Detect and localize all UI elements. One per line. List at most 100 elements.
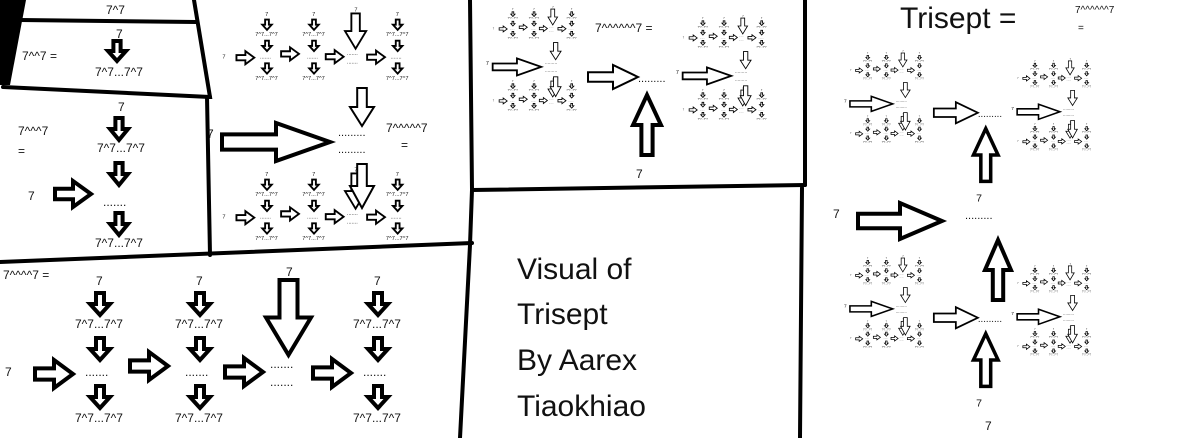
dots: .........	[895, 302, 907, 308]
chain-value: 7^7...7^7	[1030, 67, 1040, 71]
arrow-down-icon	[916, 55, 923, 61]
arrow-right-icon	[849, 300, 896, 318]
arrow-down-icon	[390, 18, 405, 32]
dots: .......	[864, 273, 870, 277]
arrow-right-icon	[324, 208, 346, 226]
chain-value: 7^7...7^7	[718, 45, 729, 49]
arrow-down-icon	[899, 82, 911, 99]
arrow-down-icon	[699, 101, 706, 108]
seed-value: 7	[682, 108, 685, 111]
arrow-down-icon	[307, 39, 321, 53]
arrow-down-icon	[260, 199, 274, 213]
chain-value: 7	[760, 16, 763, 20]
chain-value: 7	[1069, 58, 1071, 61]
arrow-right-icon	[747, 105, 757, 114]
arrow-down-icon	[883, 323, 890, 329]
arrow-down-icon	[1050, 339, 1057, 345]
arrow-right-icon	[366, 208, 387, 226]
arrow-down-icon	[343, 12, 368, 51]
divider-line	[18, 18, 198, 24]
arrow-right-icon	[1022, 343, 1031, 351]
arrow-down-icon	[883, 260, 890, 266]
chain-value: 7^7...7^7	[914, 328, 924, 331]
chain-value: 7^7...7^7	[95, 65, 143, 79]
chain-value: 7^7...7^7	[507, 88, 518, 92]
arrow-down-icon	[865, 118, 871, 124]
chain-value: 7	[265, 170, 269, 178]
chain-value: 7^7...7^7	[697, 97, 708, 101]
chain-value: 7^7...7^7	[1082, 85, 1091, 88]
chain-value: 7^7...7^7	[507, 108, 518, 112]
dots: .......	[548, 29, 554, 33]
dots: .......	[864, 337, 870, 340]
chain-value: 7^7...7^7	[1048, 290, 1058, 293]
chain-7-6: 7 7 7^7...7^7....... 7^7...7^7 7 7^7...7^7...…	[470, 0, 805, 190]
dots: .........	[1063, 310, 1074, 316]
chain-value: 7^7...7^7	[385, 75, 409, 82]
arrow-down-icon	[720, 20, 728, 27]
seed-value: 7	[1011, 105, 1014, 112]
chain-value: 7^7...7^7	[1048, 131, 1058, 134]
chain-value: 7^7...7^7	[528, 36, 539, 40]
arrow-right-icon	[311, 355, 355, 391]
arrow-down-icon	[260, 39, 274, 53]
dots: .......	[1066, 75, 1071, 78]
chain-value: 7	[885, 320, 887, 323]
arrow-right-icon	[1016, 308, 1063, 326]
arrow-down-icon	[1050, 143, 1057, 149]
arrow-down-icon	[185, 384, 215, 411]
arrow-down-icon	[1083, 267, 1090, 273]
arrow-down-icon	[758, 101, 765, 108]
chain-value: 7^7...7^7	[914, 59, 924, 63]
arrow-right-icon	[1040, 136, 1049, 144]
chain-value: 7^7...7^7	[175, 317, 223, 331]
arrow-down-icon	[758, 29, 765, 36]
arrow-right-icon	[538, 24, 549, 33]
chain-value: 7	[723, 88, 725, 92]
dots: .......	[758, 108, 764, 111]
arrow-down-icon	[509, 83, 516, 90]
dots: .......	[1050, 281, 1056, 285]
arrow-down-icon	[509, 31, 516, 37]
arrow-down-icon	[883, 72, 890, 78]
arrow-down-icon	[1050, 267, 1057, 273]
arrow-right-icon	[235, 209, 256, 227]
chain-value: 7^7...7^7	[1030, 290, 1040, 293]
chain-value: 7^7...7^7	[1082, 336, 1091, 339]
panel-label: 7^^^^7 =	[3, 268, 50, 282]
arrow-down-icon	[883, 340, 890, 346]
arrow-right-icon	[235, 49, 256, 67]
arrow-down-icon	[720, 29, 728, 36]
arrow-down-icon	[1032, 267, 1038, 273]
panel-label: 7^^7 =	[22, 49, 57, 63]
chain-value: 7^7...7^7	[1082, 148, 1091, 152]
arrow-down-icon	[390, 62, 405, 76]
chain-value: 7^7...7^7	[75, 317, 123, 331]
chain-value: 7	[118, 100, 125, 114]
chain-value: 7	[512, 79, 514, 83]
arrow-down-icon	[1083, 276, 1090, 282]
seed-value: 7	[485, 60, 489, 67]
chain-value: 7^7...7^7	[385, 30, 409, 38]
chain-value: 7^7...7^7	[863, 345, 873, 349]
arrow-down-icon	[307, 18, 321, 32]
chain-value: 7^7...7^7	[302, 30, 325, 38]
chain-value: 7	[265, 10, 269, 18]
arrow-down-icon	[260, 178, 274, 192]
chain-value: 7^7...7^7	[863, 282, 873, 285]
arrow-down-icon	[1032, 339, 1038, 345]
chain-value: 7	[885, 51, 887, 55]
chain-value: 7^7...7^7	[756, 45, 767, 49]
chain-value: 7^7...7^7	[718, 117, 729, 121]
dots: .......	[1083, 140, 1089, 143]
arrow-down-icon	[737, 17, 749, 35]
arrow-down-icon	[865, 63, 871, 69]
arrow-down-icon	[105, 161, 133, 189]
arrow-down-icon	[865, 331, 871, 337]
dots: .......	[259, 53, 271, 60]
title-line: Trisept	[517, 298, 608, 331]
arrow-down-icon	[1067, 120, 1078, 139]
arrow-down-icon	[720, 40, 728, 46]
seed-value: 7	[843, 302, 847, 309]
